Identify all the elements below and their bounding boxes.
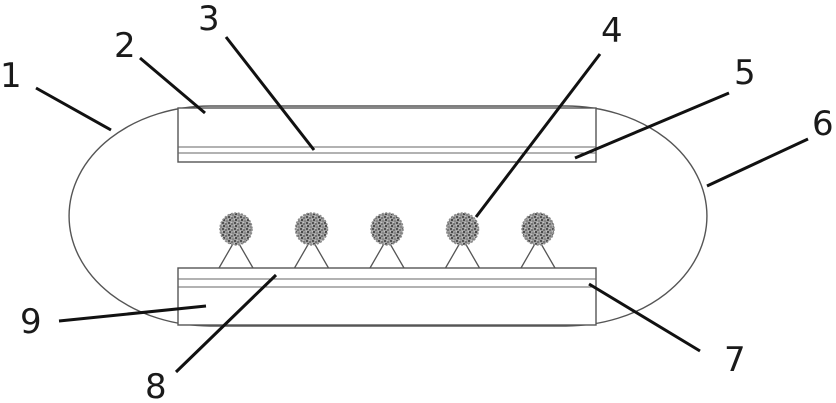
callout-3: 3	[198, 0, 220, 39]
callout-8: 8	[145, 367, 167, 403]
bottom-substrate	[178, 268, 596, 325]
callout-9: 9	[20, 302, 42, 342]
callout-1: 1	[0, 56, 22, 96]
particle	[522, 213, 554, 245]
particle	[220, 213, 252, 245]
leader-line-7	[589, 284, 700, 351]
callout-4: 4	[601, 11, 623, 51]
particle-row	[219, 213, 555, 268]
callout-6: 6	[812, 104, 834, 144]
leader-line-6	[707, 139, 808, 186]
particle-support-legs	[295, 242, 329, 268]
particle-support-legs	[521, 242, 555, 268]
particle-support-legs	[219, 242, 253, 268]
leader-line-2	[140, 58, 205, 113]
leader-line-1	[36, 88, 111, 130]
particle-support-legs	[370, 242, 404, 268]
callout-2: 2	[114, 26, 136, 66]
particle	[371, 213, 403, 245]
leader-line-5	[575, 93, 729, 158]
callout-5: 5	[734, 53, 756, 93]
top-substrate	[178, 108, 596, 162]
particle	[296, 213, 328, 245]
callout-7: 7	[724, 340, 746, 380]
particle-support-legs	[446, 242, 480, 268]
particle	[447, 213, 479, 245]
